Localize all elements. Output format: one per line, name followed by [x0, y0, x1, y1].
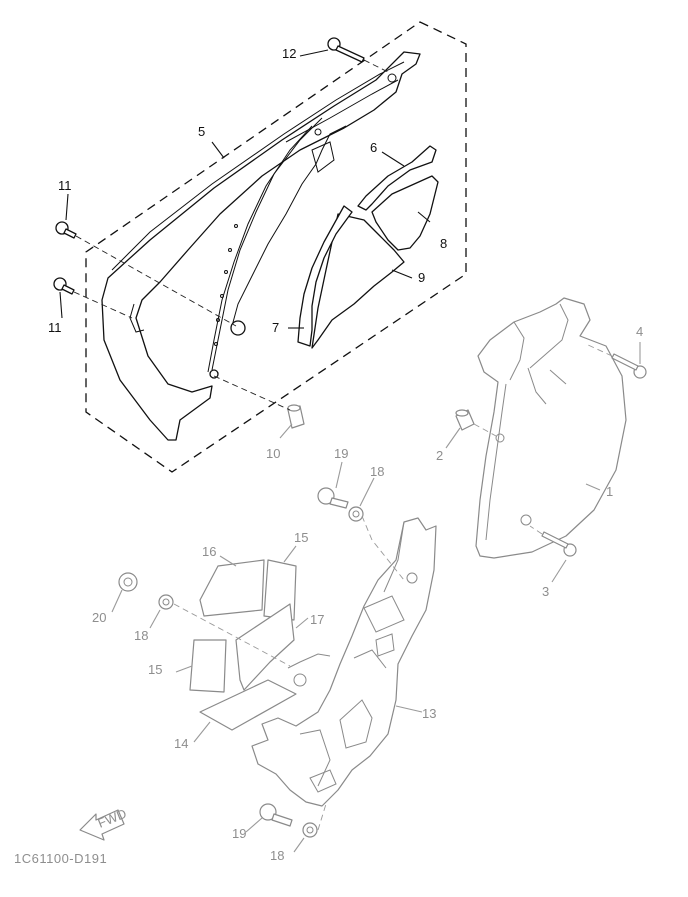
collar-part-10: [287, 404, 305, 429]
callout-19-upper: 19: [334, 446, 348, 461]
callout-15-lower: 15: [148, 662, 162, 677]
callout-15-upper: 15: [294, 530, 308, 545]
washer-part-18-middle: [158, 594, 174, 610]
callout-8: 8: [440, 236, 447, 251]
screw-part-12: [327, 37, 365, 63]
forward-arrow-icon: FWD: [79, 806, 129, 841]
callout-11-upper: 11: [58, 178, 72, 193]
callout-2: 2: [436, 448, 443, 463]
callout-19-lower: 19: [232, 826, 246, 841]
callout-17: 17: [310, 612, 324, 627]
damper-part-14: [199, 679, 297, 731]
damper-part-6: [357, 145, 437, 211]
callout-7: 7: [272, 320, 279, 335]
screw-part-11-upper: [55, 221, 77, 239]
damper-part-9: [311, 213, 405, 349]
damper-part-8: [371, 175, 439, 251]
callout-6: 6: [370, 140, 377, 155]
callout-4: 4: [636, 324, 643, 339]
callout-18-lower: 18: [270, 848, 284, 863]
callout-16: 16: [202, 544, 216, 559]
callout-1: 1: [606, 484, 613, 499]
screw-part-3: [541, 531, 577, 557]
damper-part-15-lower: [189, 639, 227, 693]
collar-part-2: [455, 409, 475, 431]
bracket-part-13: [251, 517, 437, 807]
washer-part-18-lower: [302, 822, 318, 838]
callout-11-lower: 11: [48, 320, 62, 335]
damper-part-16: [199, 559, 265, 617]
callout-9: 9: [418, 270, 425, 285]
side-cover-part-5: [101, 51, 421, 441]
callout-18-middle: 18: [134, 628, 148, 643]
washer-part-18-upper: [348, 506, 364, 522]
callout-3: 3: [542, 584, 549, 599]
bolt-part-19-lower: [259, 803, 293, 827]
damper-part-17: [235, 603, 295, 691]
callout-5: 5: [198, 124, 205, 139]
callout-12: 12: [282, 46, 296, 61]
side-cover-part-1: [475, 297, 627, 559]
assembly-frame: [85, 21, 467, 473]
drawing-code: 1C61100-D191: [14, 851, 108, 866]
callout-10: 10: [266, 446, 280, 461]
screw-part-4: [611, 353, 647, 379]
damper-part-7: [297, 205, 353, 347]
callout-18-upper: 18: [370, 464, 384, 479]
callout-14: 14: [174, 736, 188, 751]
bolt-part-19-upper: [317, 487, 349, 509]
callout-13: 13: [422, 706, 436, 721]
screw-part-11-lower: [53, 277, 75, 295]
callout-20: 20: [92, 610, 106, 625]
nut-part-20: [118, 572, 138, 592]
